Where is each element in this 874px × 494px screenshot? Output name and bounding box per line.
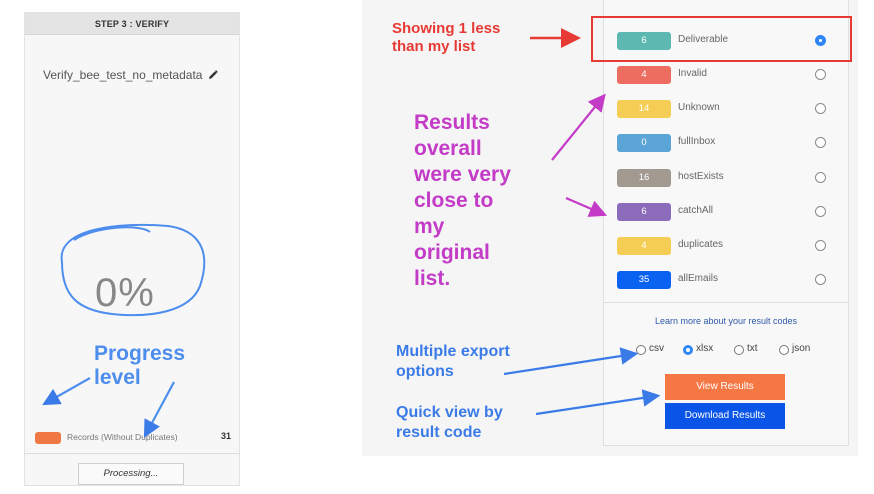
annotation-line: result code (396, 424, 482, 441)
result-label: catchAll (678, 205, 714, 216)
annotation-line: options (396, 363, 454, 380)
result-radio[interactable] (815, 172, 826, 183)
step-header: STEP 3 : VERIFY (25, 13, 239, 35)
annotation-line: Quick view by (396, 404, 503, 421)
annotation-showing-less: Showing 1 less than my list (392, 20, 500, 56)
edit-pencil-icon[interactable] (208, 70, 219, 80)
result-radio[interactable] (815, 69, 826, 80)
result-radio[interactable] (815, 35, 826, 46)
result-label: duplicates (678, 239, 724, 250)
result-row-unknown[interactable]: 14 Unknown (617, 99, 847, 119)
result-row-allemails[interactable]: 35 allEmails (617, 270, 847, 290)
deliverable-highlight-box (591, 16, 852, 62)
records-label: Records (Without Duplicates) (67, 432, 178, 442)
result-count-badge: 35 (617, 271, 671, 289)
result-radio[interactable] (815, 274, 826, 285)
annotation-line: Results (414, 111, 490, 134)
format-radio[interactable] (779, 345, 789, 355)
file-name-row: Verify_bee_test_no_metadata (43, 65, 239, 85)
view-results-button[interactable]: View Results (665, 374, 785, 400)
result-label: Unknown (678, 102, 720, 113)
annotation-line: than my list (392, 38, 476, 55)
result-label: Deliverable (678, 34, 729, 45)
result-count-badge: 0 (617, 134, 671, 152)
format-radio[interactable] (683, 345, 693, 355)
result-count-badge: 4 (617, 66, 671, 84)
processing-button[interactable]: Processing... (78, 463, 184, 485)
result-row-deliverable[interactable]: 6 Deliverable (617, 31, 847, 51)
result-count-badge: 4 (617, 237, 671, 255)
annotation-line: Multiple export (396, 343, 510, 360)
annotation-line: Showing 1 less (392, 20, 501, 37)
format-label: csv (649, 343, 664, 354)
result-label: allEmails (678, 273, 719, 284)
records-row: Records (Without Duplicates) 31 (35, 431, 231, 445)
result-radio[interactable] (815, 240, 826, 251)
format-label: xlsx (696, 343, 714, 354)
download-results-button[interactable]: Download Results (665, 403, 785, 429)
result-row-invalid[interactable]: 4 Invalid (617, 65, 847, 85)
result-count-badge: 6 (617, 32, 671, 50)
result-row-catchall[interactable]: 6 catchAll (617, 202, 847, 222)
export-format-options: csv xlsx txt json (636, 343, 846, 357)
annotation-line: close to (414, 189, 494, 212)
format-radio[interactable] (734, 345, 744, 355)
result-count-badge: 6 (617, 203, 671, 221)
annotation-line: list. (414, 267, 451, 290)
annotation-progress-level: Progress level (94, 342, 185, 390)
format-radio[interactable] (636, 345, 646, 355)
annotation-quick-view: Quick view by result code (396, 403, 503, 443)
result-label: fullInbox (678, 136, 716, 147)
format-label: txt (747, 343, 758, 354)
divider (25, 453, 239, 454)
result-label: Invalid (678, 68, 707, 79)
result-count-badge: 14 (617, 100, 671, 118)
records-count: 31 (220, 431, 231, 441)
result-label: hostExists (678, 171, 724, 182)
annotation-line: my (414, 215, 445, 238)
result-radio[interactable] (815, 206, 826, 217)
result-row-duplicates[interactable]: 4 duplicates (617, 236, 847, 256)
annotation-multiple-export: Multiple export options (396, 342, 510, 382)
verify-step-panel: STEP 3 : VERIFY Verify_bee_test_no_metad… (24, 12, 240, 486)
annotation-line: were very (414, 163, 511, 186)
file-name: Verify_bee_test_no_metadata (43, 68, 203, 82)
result-row-hostexists[interactable]: 16 hostExists (617, 168, 847, 188)
result-count-badge: 16 (617, 169, 671, 187)
result-radio[interactable] (815, 137, 826, 148)
annotation-line: overall (414, 137, 482, 160)
result-radio[interactable] (815, 103, 826, 114)
divider (604, 302, 848, 303)
annotation-line: Progress (94, 342, 186, 365)
format-label: json (792, 343, 811, 354)
records-swatch (35, 432, 61, 444)
annotation-results-overall: Results overall were very close to my or… (414, 110, 511, 292)
annotation-line: original (414, 241, 490, 264)
progress-percent: 0% (95, 271, 155, 315)
learn-more-link[interactable]: Learn more about your result codes (654, 316, 798, 326)
annotation-line: level (94, 366, 141, 389)
result-row-fullinbox[interactable]: 0 fullInbox (617, 133, 847, 153)
